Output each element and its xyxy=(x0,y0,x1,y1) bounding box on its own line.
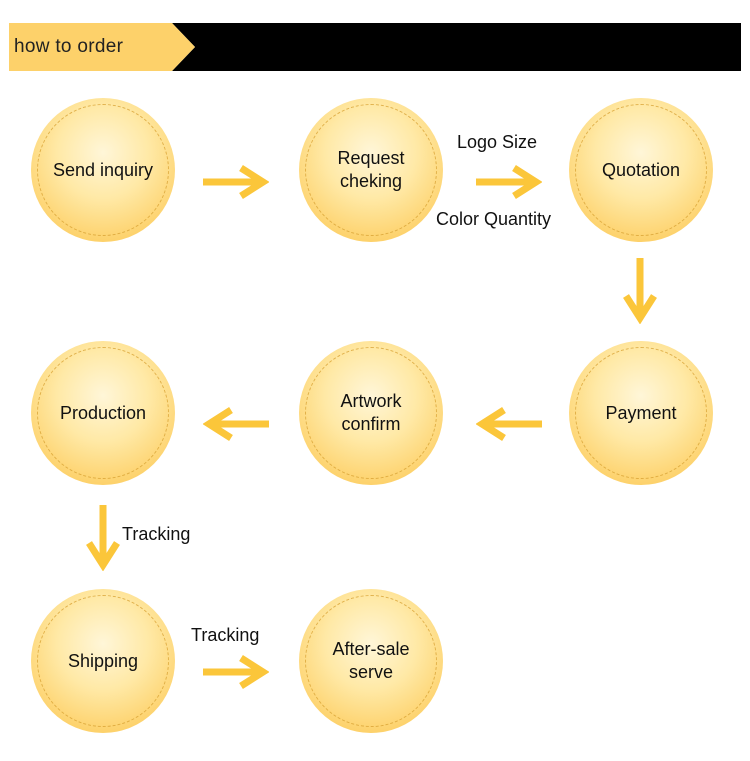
note-tracking-production: Tracking xyxy=(122,524,191,544)
step-after-sale-serve: After-sale serve xyxy=(299,589,443,733)
arrow-right-icon xyxy=(476,165,542,199)
arrow-down-icon xyxy=(86,505,120,571)
arrow-left-icon xyxy=(203,407,269,441)
note-logo-size: Logo Size xyxy=(457,132,538,152)
step-label: Production xyxy=(59,402,147,423)
page-title: how to order xyxy=(14,36,124,57)
step-production: Production xyxy=(31,341,175,485)
step-label: After-sale serve xyxy=(332,639,410,682)
step-label: Send inquiry xyxy=(52,159,154,180)
note-tracking-shipping: Tracking xyxy=(191,625,260,645)
step-send-inquiry: Send inquiry xyxy=(31,98,175,242)
step-label: Payment xyxy=(605,402,677,423)
step-label: Quotation xyxy=(601,159,681,180)
step-label: Request cheking xyxy=(337,148,405,191)
banner-shape xyxy=(9,23,741,71)
note-color-quantity: Color Quantity xyxy=(436,209,552,229)
step-label: Shipping xyxy=(67,650,139,671)
step-shipping: Shipping xyxy=(31,589,175,733)
step-artwork-confirm: Artwork confirm xyxy=(299,341,443,485)
arrow-right-icon xyxy=(203,165,269,199)
arrow-right-icon xyxy=(203,655,269,689)
header-banner: how to order xyxy=(9,23,741,71)
arrow-down-icon xyxy=(623,258,657,324)
arrow-left-icon xyxy=(476,407,542,441)
step-request-checking: Request cheking xyxy=(299,98,443,242)
step-label: Artwork confirm xyxy=(340,391,402,434)
step-quotation: Quotation xyxy=(569,98,713,242)
step-payment: Payment xyxy=(569,341,713,485)
